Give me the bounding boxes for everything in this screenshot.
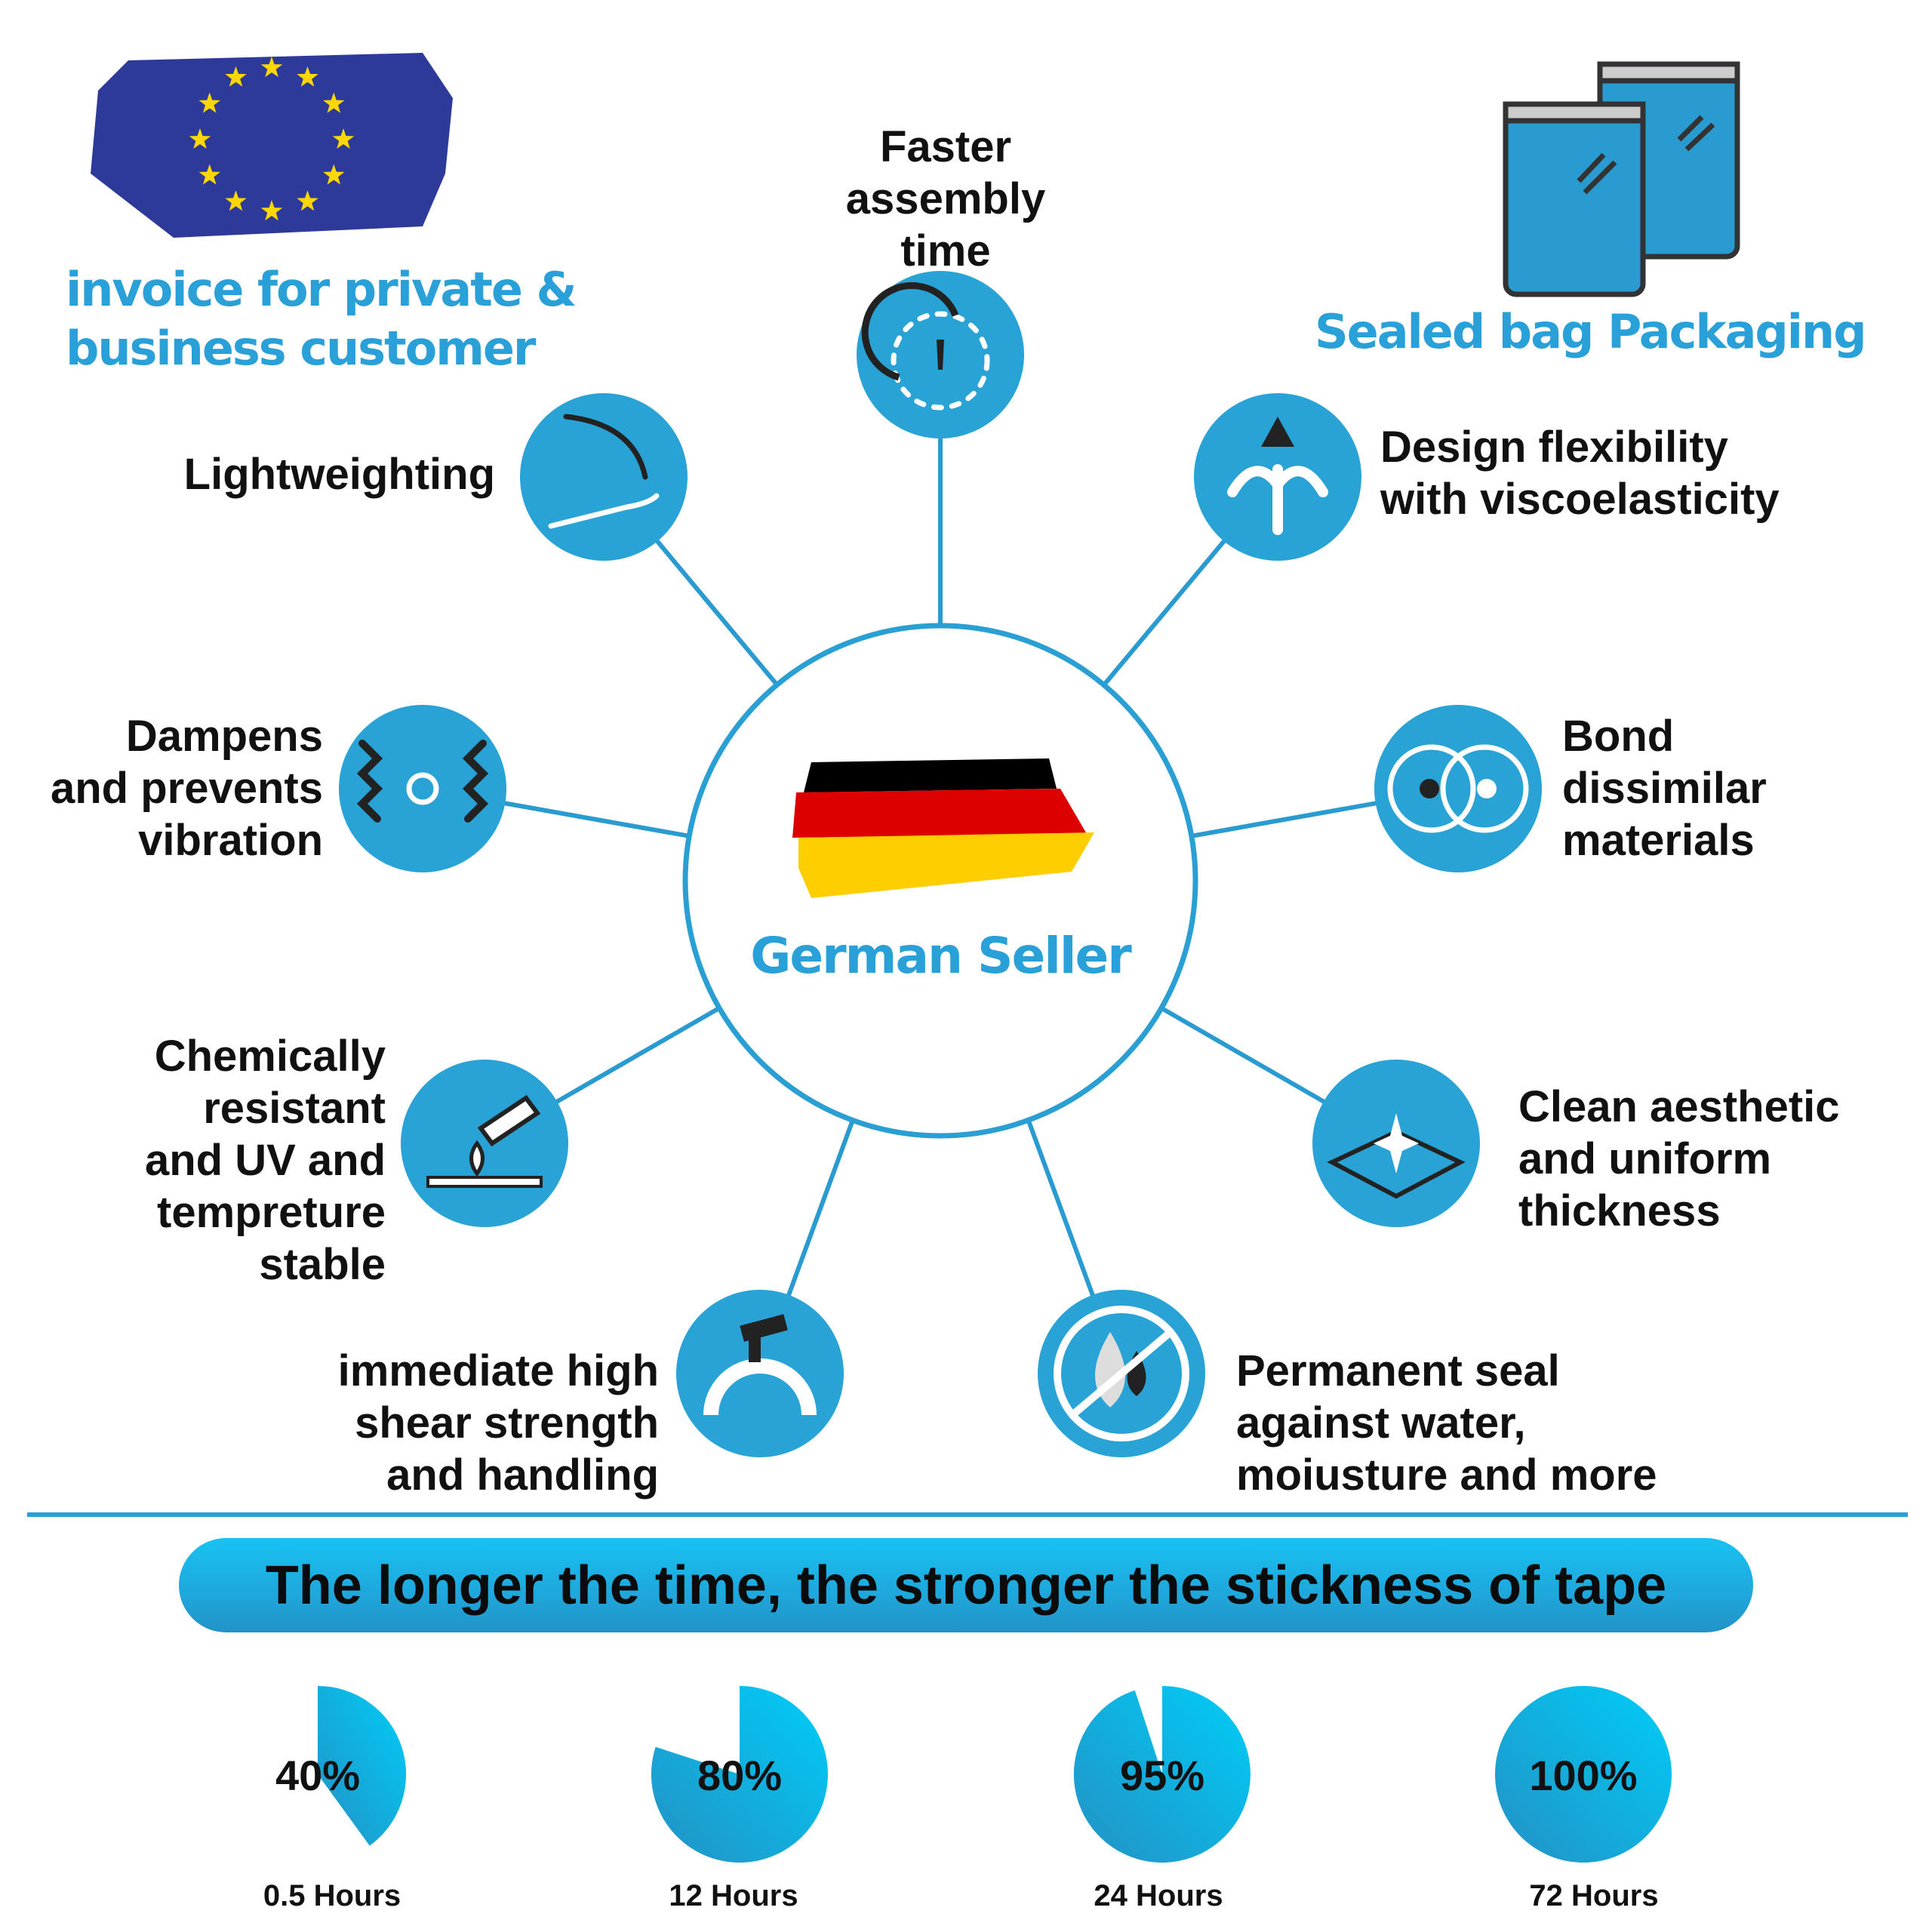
sealed-bag-label: Sealed bag Packaging [1315,304,1867,359]
line: tempreture [157,1188,386,1237]
star-icon [260,200,283,221]
line: resistant [203,1084,386,1133]
star-icon [198,164,220,185]
pie-value-label: 80% [697,1752,783,1799]
line: and handling [386,1451,659,1500]
line: dissimilar [1562,764,1767,813]
star-icon [225,66,247,87]
no-water-icon [1038,1290,1205,1457]
pie-value-label: 40% [275,1752,361,1799]
feature-lightweighting: Lightweighting [184,448,495,500]
vibration-icon [339,705,506,872]
pie-category-label: 24 Hours [1094,1879,1223,1912]
feather-hand-icon [520,393,688,561]
sealed-bag-icon [1503,61,1740,297]
line: Clean aesthetic [1518,1082,1840,1131]
pie-slice [1073,1686,1251,1863]
invoice-line-2: business customer [66,321,537,376]
line: moiusture and more [1236,1451,1657,1500]
line: and UV and [144,1136,386,1185]
pie-slice [1495,1686,1672,1863]
german-flag-icon [792,758,1094,898]
line: shear strength [355,1398,659,1447]
invoice-line-1: invoice for private & [66,262,577,317]
line: with viscoelasticity [1380,475,1780,524]
banner: The longer the time, the stronger the st… [179,1538,1753,1632]
bond-circles-icon [1374,705,1542,872]
line: assembly [845,174,1046,223]
split-arrows-icon [1194,393,1361,561]
banner-text: The longer the time, the stronger the st… [265,1555,1667,1616]
star-icon [297,66,318,87]
line: thickness [1518,1186,1721,1235]
eu-flag-icon [91,53,453,238]
line: time [900,226,991,275]
star-icon [332,128,355,149]
line: and prevents [51,764,323,813]
chemical-drop-icon [401,1060,568,1227]
line: and uniform [1518,1134,1772,1183]
stopwatch-icon [857,271,1024,438]
line: stable [259,1240,386,1289]
line: Faster [879,122,1012,171]
star-icon [323,92,345,113]
divider [27,1512,1908,1517]
hammer-icon [676,1290,844,1457]
line: immediate high [337,1346,659,1395]
line: materials [1562,816,1755,865]
pie-slice [318,1686,407,1846]
star-icon [323,164,345,185]
german-seller-label: German Seller [750,927,1132,985]
line: Lightweighting [183,450,495,499]
pie-value-label: 95% [1119,1752,1205,1799]
star-icon [189,128,211,149]
star-icon [198,92,220,113]
invoice-label: invoice for private & business customer [66,260,577,378]
pie-slice [651,1686,828,1863]
star-icon [297,190,318,211]
line: Dampens [125,712,323,761]
star-icon [225,190,247,211]
line: Permanent seal [1236,1346,1560,1395]
pie-category-label: 0.5 Hours [263,1879,401,1912]
line: vibration [138,816,323,865]
pie-category-label: 12 Hours [669,1879,798,1912]
line: Design flexibility [1380,423,1728,472]
line: Bond [1562,712,1675,761]
line: Chemically [154,1032,386,1081]
pie-category-label: 72 Hours [1529,1879,1659,1912]
star-icon [260,57,283,78]
line: against water, [1236,1398,1526,1447]
pie-value-label: 100% [1529,1752,1638,1799]
sparkle-icon [1312,1060,1480,1227]
